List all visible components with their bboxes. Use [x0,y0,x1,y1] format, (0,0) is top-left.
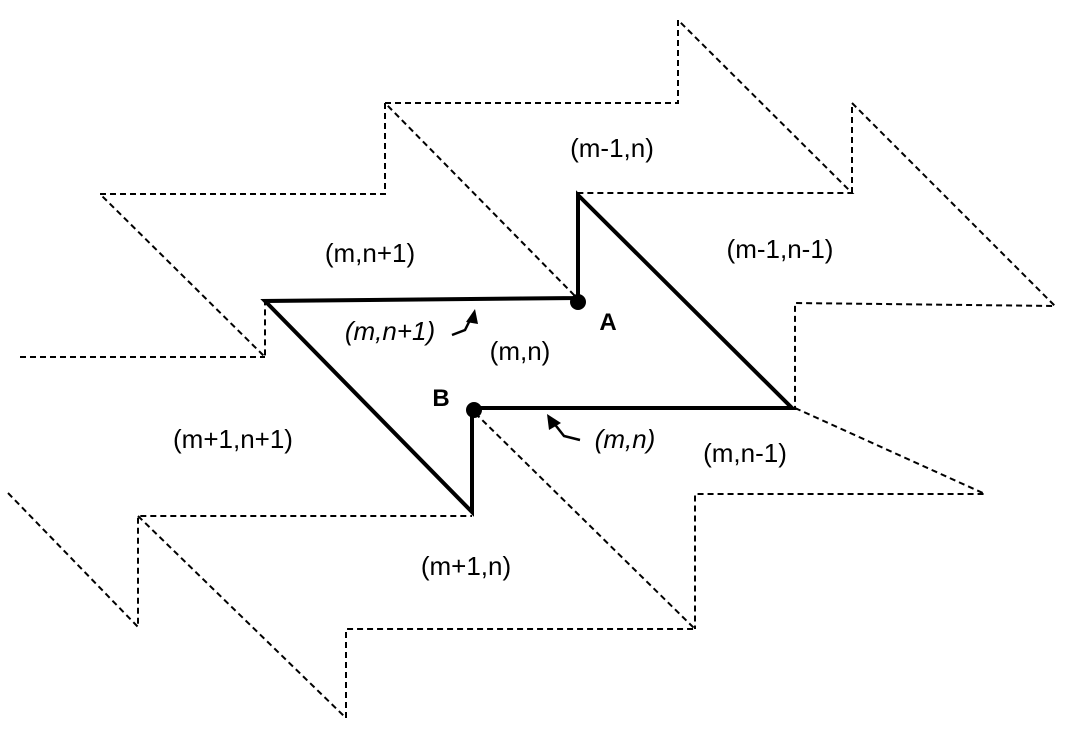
label-m-n-minus1: (m,n-1) [703,438,787,468]
label-point-a: A [599,309,616,336]
cell-outline-m-plus1-n-plus1-lower [7,492,472,630]
cell-outline-m-n-minus1 [694,407,986,629]
label-m-n: (m,n) [490,336,551,366]
label-m-minus1-n-minus1: (m-1,n-1) [727,234,834,264]
label-m-plus1-n: (m+1,n) [421,551,511,581]
label-edge-bottom: (m,n) [595,424,656,454]
label-m-n-plus1: (m,n+1) [325,238,415,268]
label-edge-top: (m,n+1) [345,316,435,346]
arrowhead-bottom-edge [547,414,561,430]
cell-outline-m-plus1-n [137,409,698,721]
arrowhead-top-edge [466,309,478,324]
label-point-b: B [432,385,449,412]
label-m-minus1-n: (m-1,n) [570,133,654,163]
point-b-marker [466,402,482,418]
point-a-marker [570,294,586,310]
cell-outline-m-n-plus1 [97,100,580,360]
label-m-plus1-n-plus1: (m+1,n+1) [173,424,293,454]
arrow-bottom-edge [552,421,581,442]
cell-outline-m-minus1-n-minus1 [794,100,1058,408]
